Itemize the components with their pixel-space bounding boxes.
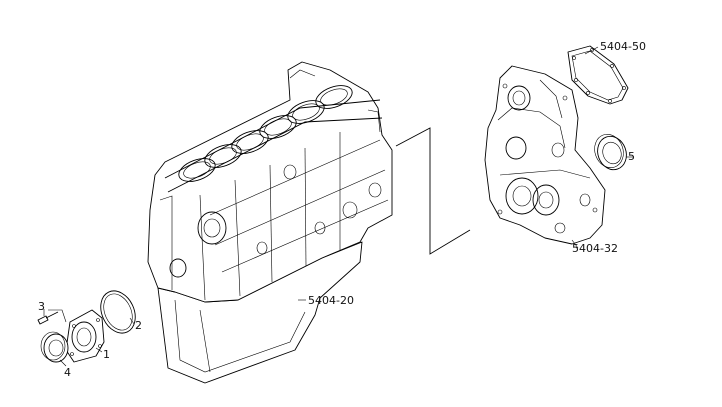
timing-case — [484, 65, 606, 245]
rear-cover — [65, 309, 105, 363]
o-ring — [100, 290, 136, 334]
label-rear-seal: 4 — [64, 366, 71, 379]
front-cover-gasket — [567, 45, 629, 105]
label-timing-case: 5404-32 — [572, 242, 618, 255]
label-rear-cover: 1 — [103, 348, 110, 361]
label-front-seal: 5 — [628, 150, 635, 163]
label-cover: 5404-50 — [600, 40, 646, 53]
front-seal-ring — [594, 134, 627, 171]
cylinder-bores — [178, 85, 353, 182]
rear-seal-ring — [40, 331, 69, 363]
label-engine-block: 5404-20 — [308, 294, 354, 307]
screw — [37, 311, 59, 325]
leader-lines — [43, 46, 634, 367]
label-screw: 3 — [38, 300, 45, 313]
label-o-ring: 2 — [135, 319, 142, 332]
engine-block — [147, 61, 393, 384]
